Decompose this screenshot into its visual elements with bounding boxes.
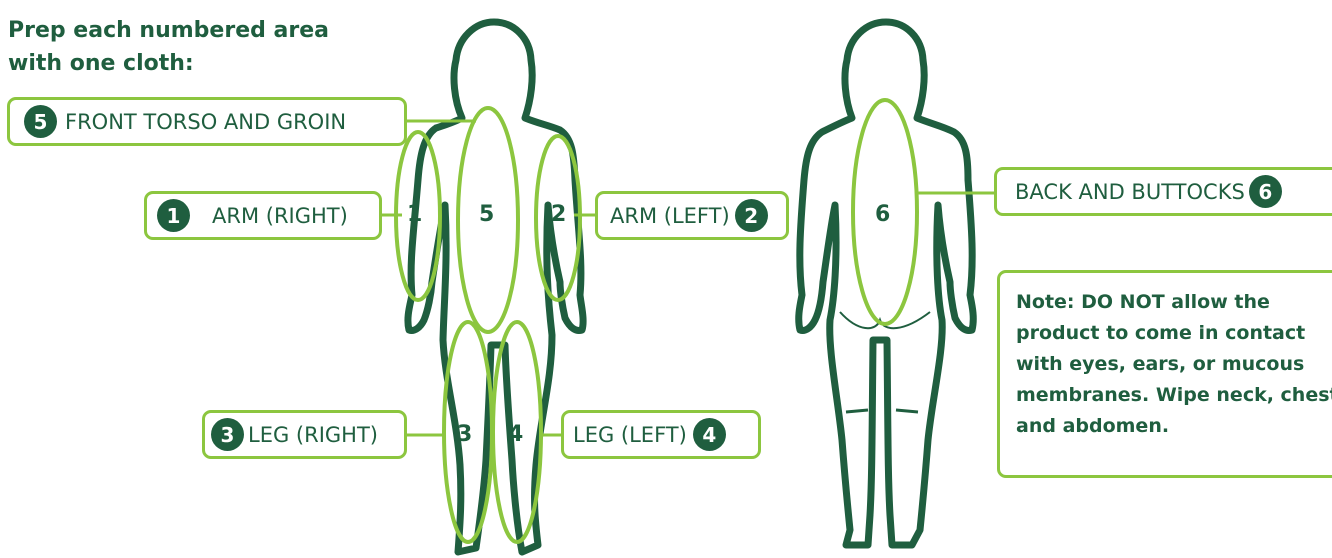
back-knee-crease-right [896, 410, 918, 412]
label-text-front-torso-groin: FRONT TORSO AND GROIN [65, 110, 346, 134]
intro-line-1: Prep each numbered area [8, 14, 368, 47]
note-line-3: with eyes, ears, or mucous [1016, 349, 1332, 380]
note-box: Note: DO NOT allow the product to come i… [997, 270, 1332, 478]
badge-1: 1 [157, 199, 190, 232]
intro-heading: Prep each numbered area with one cloth: [8, 14, 368, 80]
badge-4: 4 [693, 418, 726, 451]
label-leg-right: 3 LEG (RIGHT) [202, 410, 407, 459]
label-text-arm-right: ARM (RIGHT) [212, 204, 348, 228]
body-number-arm-left: 2 [551, 202, 566, 227]
label-text-leg-right: LEG (RIGHT) [248, 423, 378, 447]
intro-line-2: with one cloth: [8, 47, 368, 80]
label-front-torso-groin: 5 FRONT TORSO AND GROIN [7, 97, 407, 146]
body-number-arm-right: 1 [407, 202, 422, 227]
label-text-back-buttocks: BACK AND BUTTOCKS [1015, 180, 1245, 204]
body-number-leg-right: 3 [457, 422, 472, 447]
note-line-5: and abdomen. [1016, 411, 1332, 442]
label-back-buttocks: BACK AND BUTTOCKS 6 [994, 167, 1332, 216]
body-number-front-torso: 5 [479, 202, 494, 227]
label-arm-right: 1 ARM (RIGHT) [144, 191, 382, 240]
back-knee-crease-left [846, 410, 868, 412]
body-number-back: 6 [875, 202, 890, 227]
badge-6: 6 [1249, 175, 1282, 208]
badge-3: 3 [211, 418, 244, 451]
label-text-leg-left: LEG (LEFT) [573, 423, 687, 447]
label-arm-left: ARM (LEFT) 2 [595, 191, 789, 240]
note-line-4: membranes. Wipe neck, chest, [1016, 380, 1332, 411]
note-line-2: product to come in contact [1016, 318, 1332, 349]
label-leg-left: LEG (LEFT) 4 [561, 410, 761, 459]
note-line-1: Note: DO NOT allow the [1016, 287, 1332, 318]
body-number-leg-left: 4 [508, 422, 523, 447]
badge-5: 5 [24, 105, 57, 138]
label-text-arm-left: ARM (LEFT) [610, 204, 730, 228]
badge-2: 2 [735, 199, 768, 232]
